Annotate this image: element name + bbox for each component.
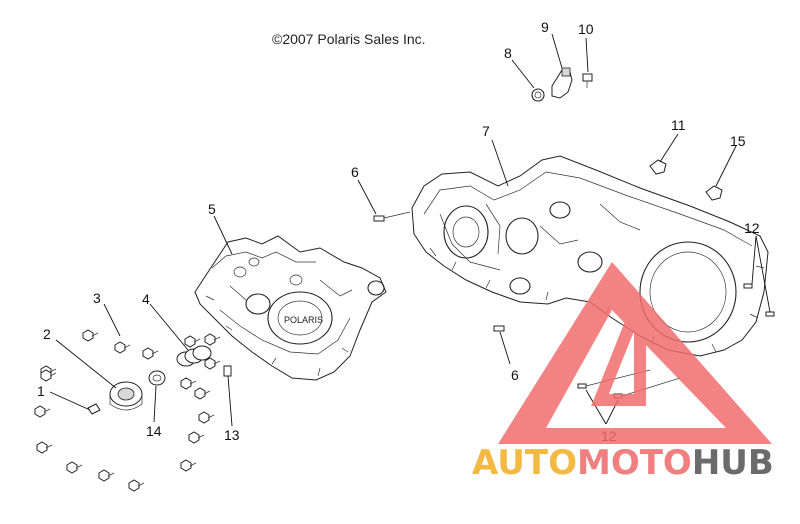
bolt-icon xyxy=(128,479,145,492)
watermark-text: AUTOMOTOHUB xyxy=(472,443,774,483)
pin-part-13 xyxy=(223,365,232,377)
callout-7: 7 xyxy=(482,123,490,139)
callout-15: 15 xyxy=(730,133,746,149)
callout-1: 1 xyxy=(37,383,45,399)
clip-part-1 xyxy=(87,403,101,415)
bolt-icon xyxy=(180,377,197,390)
svg-text:AUTOMOTOHUB: AUTOMOTOHUB xyxy=(472,443,774,483)
plug-part-11 xyxy=(649,159,667,175)
speed-sensor-part-9 xyxy=(551,67,573,99)
bolt-icon xyxy=(66,461,83,474)
bolt-icon xyxy=(82,329,99,342)
copyright-text: ©2007 Polaris Sales Inc. xyxy=(272,31,426,47)
bolt-icon xyxy=(98,469,115,482)
watermark-logo xyxy=(498,262,772,444)
leader-lines xyxy=(49,33,771,427)
callout-2: 2 xyxy=(43,326,51,342)
callout-3: 3 xyxy=(93,290,101,306)
transmission-case-part-7 xyxy=(411,155,769,357)
svg-text:POLARIS: POLARIS xyxy=(284,315,323,325)
callout-8: 8 xyxy=(504,45,512,61)
watermark-hub: HUB xyxy=(692,443,774,483)
callout-4: 4 xyxy=(142,291,150,307)
callout-12a: 12 xyxy=(744,220,760,236)
watermark-triangle-inner-icon xyxy=(591,297,646,406)
bolt-icon xyxy=(142,347,159,360)
bolt-icon xyxy=(204,333,221,346)
callout-5: 5 xyxy=(208,201,216,217)
callout-14: 14 xyxy=(146,423,162,439)
retainer-part-4 xyxy=(176,345,212,367)
bearing-part-2 xyxy=(109,381,143,411)
bolt-icon xyxy=(204,357,221,370)
watermark-moto: MOTO xyxy=(577,443,692,483)
bolt-icon xyxy=(40,369,57,382)
plug-part-15 xyxy=(705,185,723,201)
bolt-icon xyxy=(194,387,211,400)
watermark-auto: AUTO xyxy=(472,443,577,483)
oring-part-8 xyxy=(531,88,545,102)
callout-6a: 6 xyxy=(351,164,359,180)
dowel-pin-part-6-upper xyxy=(373,211,411,222)
dowel-pin-part-6-lower xyxy=(493,325,505,332)
callout-labels: 1 2 3 4 5 6 6 7 8 9 10 11 12 12 13 14 15 xyxy=(37,19,760,444)
watermark-triangle-icon xyxy=(498,262,772,444)
bolts-part-3 xyxy=(34,329,221,492)
bolt-icon xyxy=(114,341,131,354)
bolt-part-10 xyxy=(582,73,593,88)
callout-10: 10 xyxy=(578,21,594,37)
callout-11: 11 xyxy=(671,117,686,133)
bolt-icon xyxy=(188,431,205,444)
bolt-icon xyxy=(180,459,197,472)
callout-13: 13 xyxy=(224,427,240,443)
callout-6b: 6 xyxy=(511,367,519,383)
bolt-icon xyxy=(198,411,215,424)
nut-part-14 xyxy=(148,370,166,386)
bolt-icon xyxy=(36,441,53,454)
callout-9: 9 xyxy=(541,19,549,35)
bolt-icon xyxy=(184,335,201,348)
gearcase-housing-part-5: POLARIS xyxy=(194,235,387,381)
bolt-icon xyxy=(34,405,51,418)
